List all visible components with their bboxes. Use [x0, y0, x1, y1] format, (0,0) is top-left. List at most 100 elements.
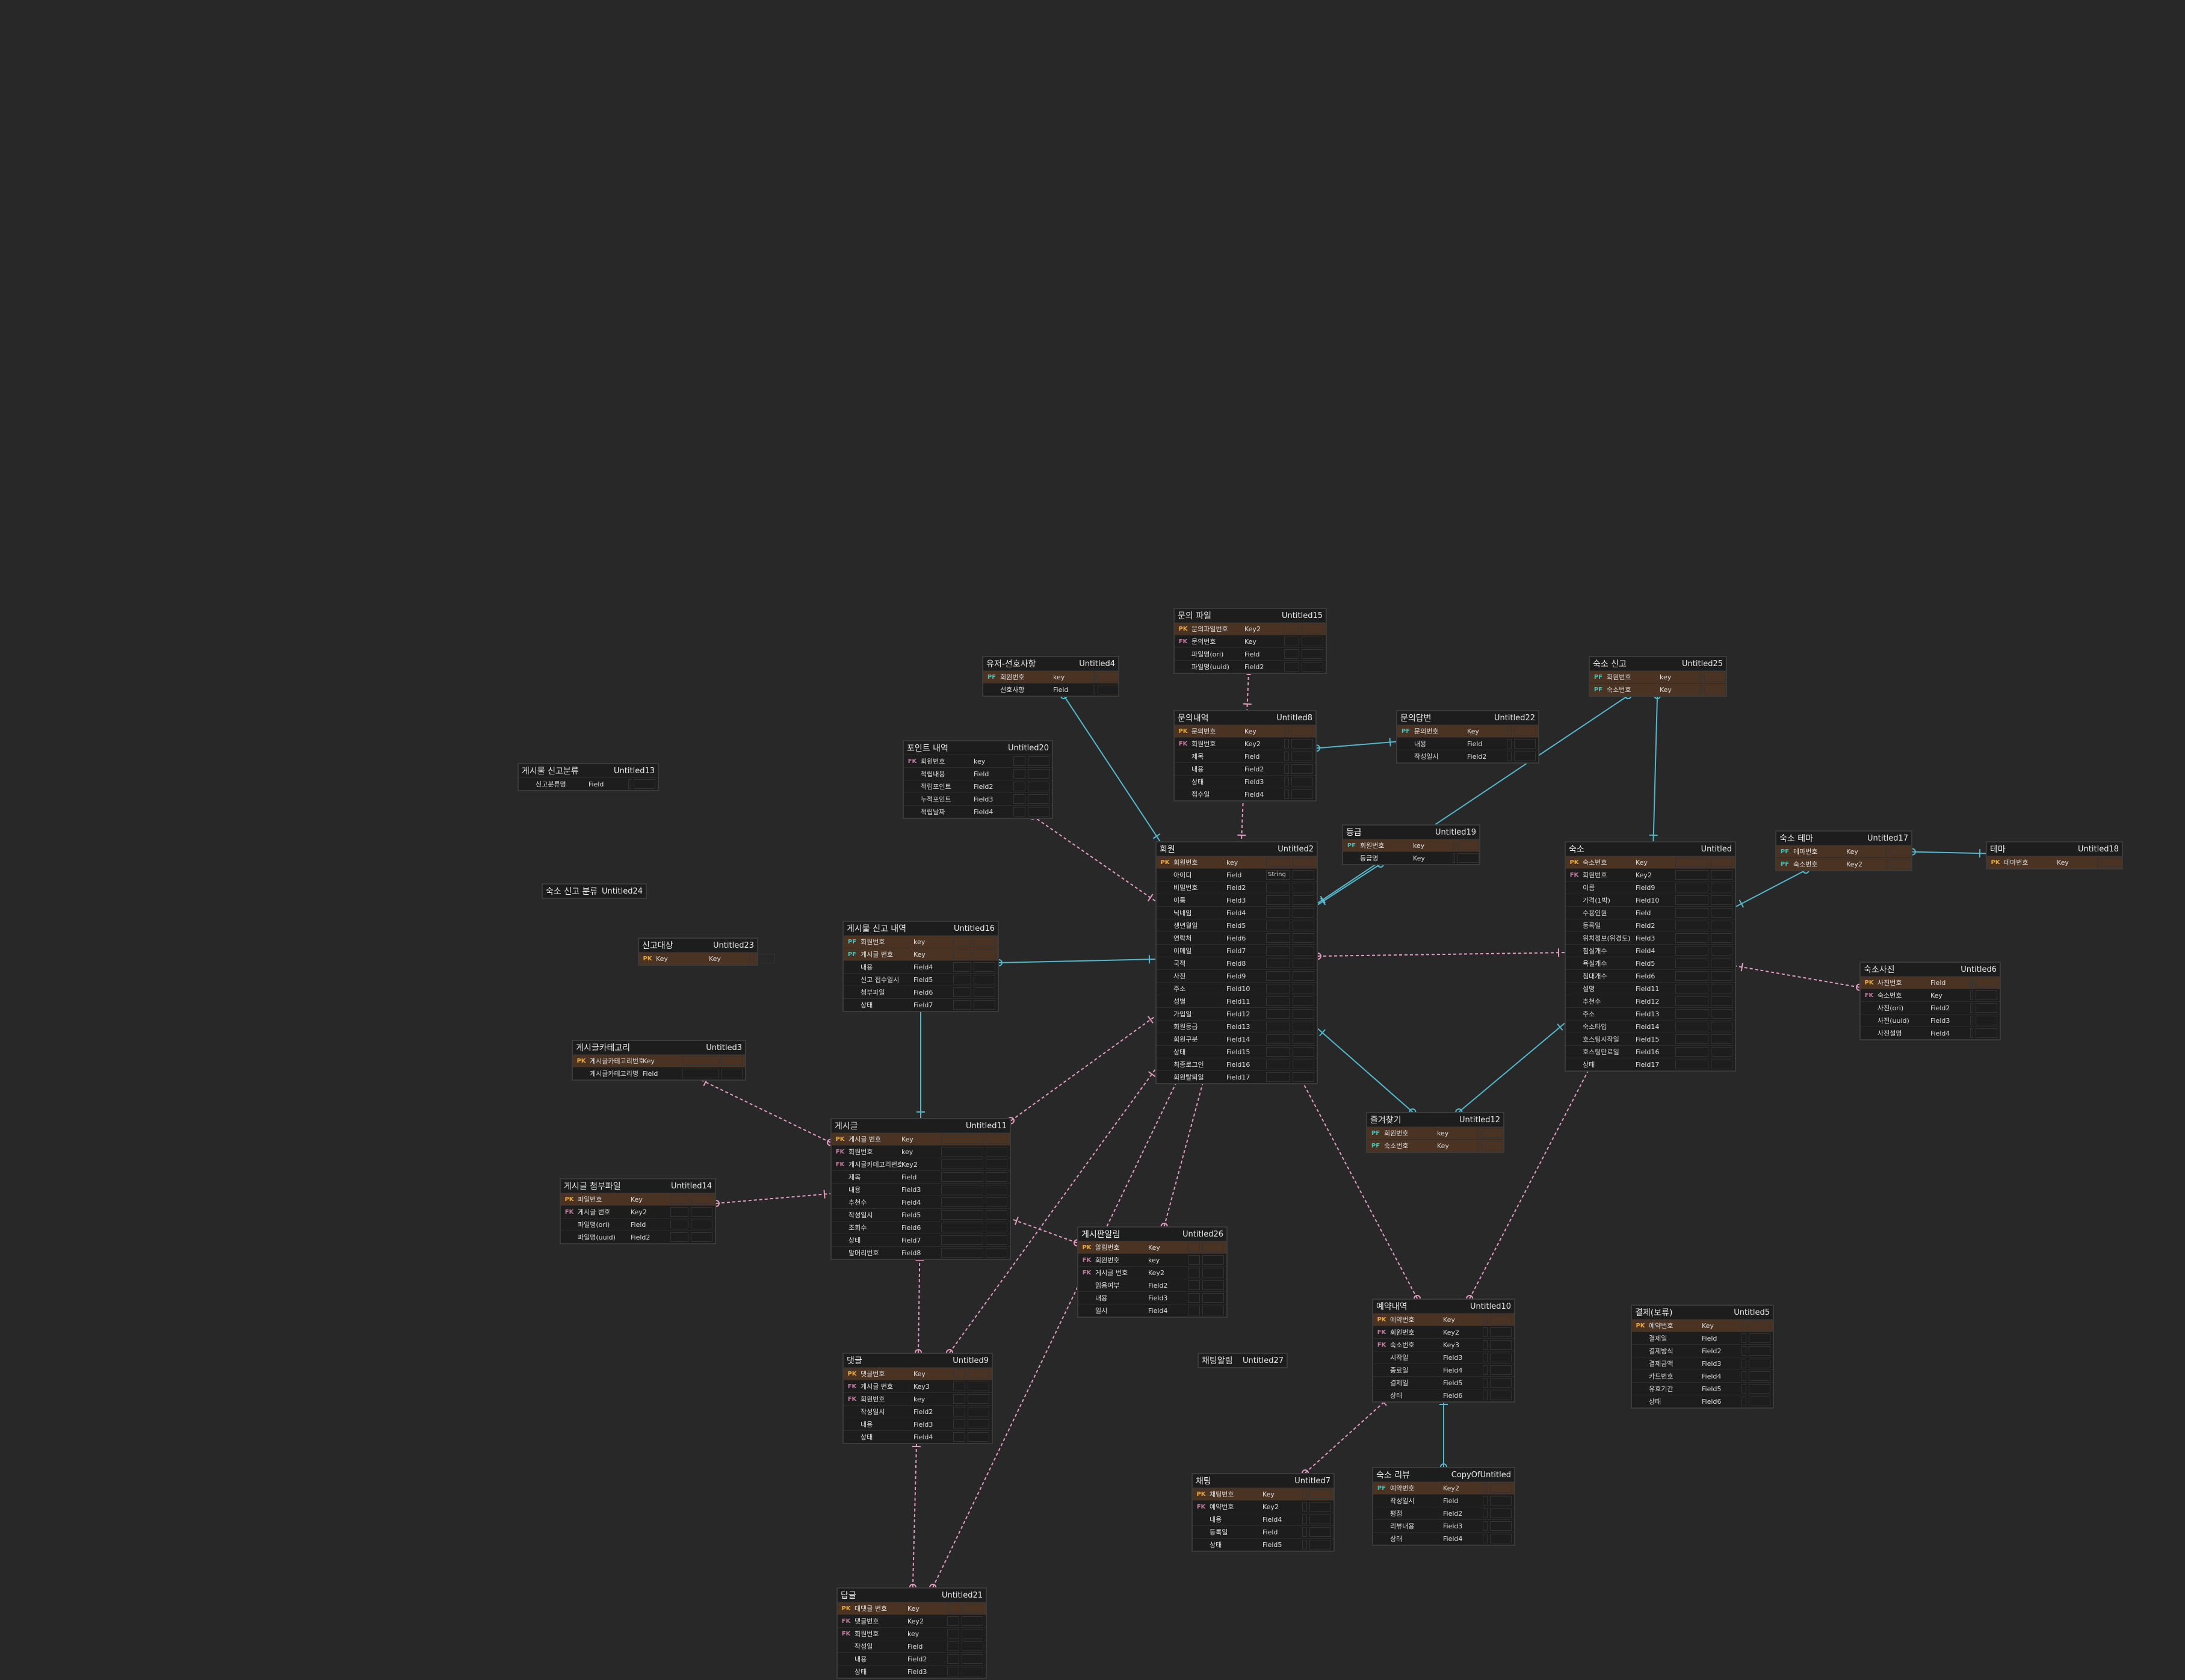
relationship-e9-e2[interactable] — [949, 1069, 1156, 1353]
relationship-e19-e2[interactable] — [1317, 863, 1381, 906]
attribute-row[interactable]: 파일명(ori)Field — [1175, 647, 1326, 660]
relationship-e8-e22[interactable] — [1316, 741, 1397, 749]
attribute-row[interactable]: 파일명(uuid)Field2 — [561, 1231, 715, 1243]
relationship-e21-e9[interactable] — [912, 1440, 918, 1588]
relationship-e15-e8[interactable] — [1246, 671, 1250, 711]
attribute-row[interactable]: 가격(1박)Field10 — [1566, 894, 1735, 906]
attribute-row[interactable]: 사진(ori)Field2 — [1861, 1001, 2000, 1014]
relationship-e26-e2[interactable] — [1163, 1073, 1207, 1227]
attribute-row[interactable]: 사진(uuid)Field3 — [1861, 1014, 2000, 1027]
relationship-e25-e1[interactable] — [1652, 695, 1658, 842]
relationship-e9-e11[interactable] — [918, 1253, 921, 1353]
